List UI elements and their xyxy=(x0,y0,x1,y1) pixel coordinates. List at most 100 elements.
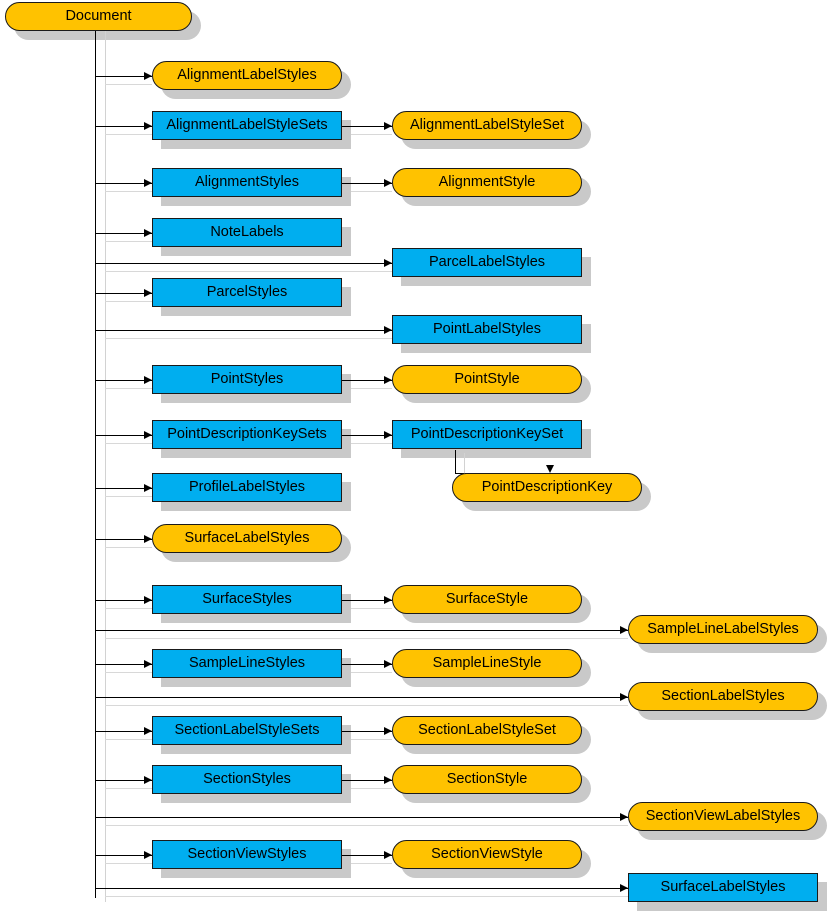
node-alignmentlabelstyles[interactable]: AlignmentLabelStyles xyxy=(152,61,342,90)
node-label: SampleLineStyles xyxy=(188,655,306,672)
connector-line xyxy=(95,31,96,898)
node-label: SurfaceStyle xyxy=(445,591,529,608)
node-label: AlignmentStyle xyxy=(438,174,536,191)
node-samplelinestyles[interactable]: SampleLineStyles xyxy=(152,649,342,678)
node-alignmentstyles[interactable]: AlignmentStyles xyxy=(152,168,342,197)
arrow-head xyxy=(384,178,392,187)
connector-line xyxy=(342,855,392,856)
connector-line xyxy=(342,664,392,665)
node-sectionviewstyle[interactable]: SectionViewStyle xyxy=(392,840,582,869)
node-label: SectionViewStyle xyxy=(431,846,543,863)
arrow-head xyxy=(144,228,152,237)
node-sectionviewlabelstyles-17[interactable]: SectionViewLabelStyles xyxy=(628,802,818,831)
connector-line xyxy=(351,388,392,389)
node-samplelinestyle[interactable]: SampleLineStyle xyxy=(392,649,582,678)
arrow-head xyxy=(384,850,392,859)
connector-line xyxy=(105,134,152,135)
connector-line xyxy=(95,539,152,540)
connector-line xyxy=(95,380,152,381)
arrow-head xyxy=(144,288,152,297)
connector-line xyxy=(95,817,628,818)
arrow-head xyxy=(384,258,392,267)
arrow-head xyxy=(384,659,392,668)
arrow-head xyxy=(384,375,392,384)
node-sectionlabelstylesets[interactable]: SectionLabelStyleSets xyxy=(152,716,342,745)
node-sectionlabelstyleset[interactable]: SectionLabelStyleSet xyxy=(392,716,582,745)
node-label: ParcelStyles xyxy=(206,284,288,301)
connector-line xyxy=(105,547,152,548)
node-surfacelabelstyles[interactable]: SurfaceLabelStyles xyxy=(152,524,342,553)
connector-line xyxy=(351,608,392,609)
connector-line xyxy=(95,888,628,889)
node-sectionviewstyles[interactable]: SectionViewStyles xyxy=(152,840,342,869)
node-label: PointStyle xyxy=(454,371,520,388)
node-samplelinelabelstyles-12[interactable]: SampleLineLabelStyles xyxy=(628,615,818,644)
connector-line xyxy=(342,435,392,436)
arrow-head xyxy=(144,483,152,492)
node-label: SampleLineLabelStyles xyxy=(647,621,799,638)
connector-line xyxy=(105,496,152,497)
node-label: AlignmentStyles xyxy=(195,174,299,191)
node-parcelstyles[interactable]: ParcelStyles xyxy=(152,278,342,307)
node-pointstyles[interactable]: PointStyles xyxy=(152,365,342,394)
arrow-head xyxy=(144,71,152,80)
node-sectionstyle[interactable]: SectionStyle xyxy=(392,765,582,794)
arrow-head xyxy=(545,465,554,473)
arrow-head xyxy=(384,430,392,439)
node-notelabels[interactable]: NoteLabels xyxy=(152,218,342,247)
connector-line xyxy=(105,672,152,673)
connector-line xyxy=(95,664,152,665)
node-surfacestyle[interactable]: SurfaceStyle xyxy=(392,585,582,614)
node-alignmentstyle[interactable]: AlignmentStyle xyxy=(392,168,582,197)
node-sectionlabelstyles-14[interactable]: SectionLabelStyles xyxy=(628,682,818,711)
connector-line xyxy=(95,630,628,631)
connector-line xyxy=(95,600,152,601)
node-alignmentlabelstylesets[interactable]: AlignmentLabelStyleSets xyxy=(152,111,342,140)
connector-line xyxy=(95,855,152,856)
node-label: PointDescriptionKeySets xyxy=(167,426,327,443)
node-pointdescriptionkeyset[interactable]: PointDescriptionKeySet xyxy=(392,420,582,449)
arrow-head xyxy=(384,121,392,130)
arrow-head xyxy=(144,375,152,384)
connector-line xyxy=(342,600,392,601)
connector-line xyxy=(105,338,392,339)
connector-line xyxy=(351,739,392,740)
connector-line xyxy=(95,780,152,781)
node-pointstyle[interactable]: PointStyle xyxy=(392,365,582,394)
node-parcellabelstyles[interactable]: ParcelLabelStyles xyxy=(392,248,582,277)
arrow-head xyxy=(144,121,152,130)
arrow-head xyxy=(620,812,628,821)
arrow-head xyxy=(384,325,392,334)
node-surfacestyles[interactable]: SurfaceStyles xyxy=(152,585,342,614)
connector-line xyxy=(105,788,152,789)
connector-line xyxy=(342,126,392,127)
node-surfacelabelstyles-19[interactable]: SurfaceLabelStyles xyxy=(628,873,818,902)
connector-line xyxy=(95,76,152,77)
node-label: ProfileLabelStyles xyxy=(188,479,306,496)
connector-line xyxy=(95,330,392,331)
node-sectionstyles[interactable]: SectionStyles xyxy=(152,765,342,794)
node-label: SectionViewStyles xyxy=(187,846,307,863)
node-alignmentlabelstyleset[interactable]: AlignmentLabelStyleSet xyxy=(392,111,582,140)
connector-line xyxy=(105,84,152,85)
node-label: PointStyles xyxy=(210,371,284,388)
connector-line xyxy=(351,134,392,135)
node-pointdescriptionkeysets[interactable]: PointDescriptionKeySets xyxy=(152,420,342,449)
connector-line xyxy=(342,183,392,184)
arrow-head xyxy=(144,850,152,859)
node-profilelabelstyles[interactable]: ProfileLabelStyles xyxy=(152,473,342,502)
connector-line xyxy=(105,301,152,302)
arrow-head xyxy=(384,775,392,784)
connector-line xyxy=(105,191,152,192)
node-label: AlignmentLabelStyles xyxy=(177,67,317,84)
connector-line xyxy=(105,863,152,864)
arrow-head xyxy=(144,595,152,604)
connector-line xyxy=(95,435,152,436)
node-document[interactable]: Document xyxy=(5,2,192,31)
node-label: SurfaceLabelStyles xyxy=(184,530,310,547)
connector-line xyxy=(95,126,152,127)
node-pointdescriptionkey[interactable]: PointDescriptionKey xyxy=(452,473,642,502)
node-label: SectionStyle xyxy=(446,771,528,788)
node-label: SampleLineStyle xyxy=(432,655,542,672)
node-pointlabelstyles[interactable]: PointLabelStyles xyxy=(392,315,582,344)
